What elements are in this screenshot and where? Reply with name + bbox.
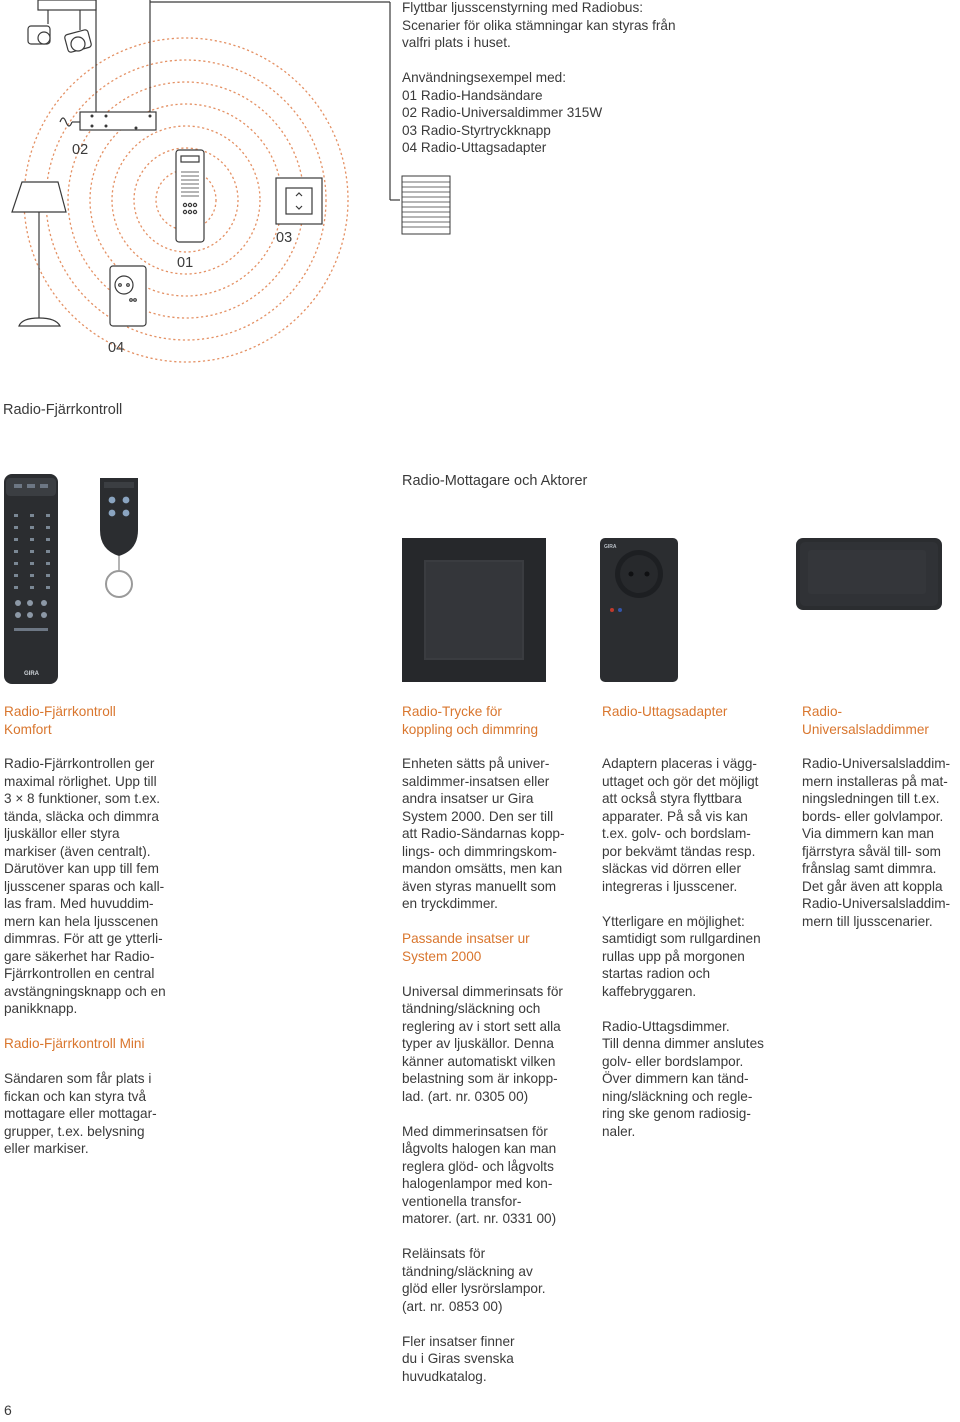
heading-push-button: Radio-Trycke för koppling och dimmring (402, 704, 539, 737)
heading-mini-remote: Radio-Fjärrkontroll Mini (4, 1036, 145, 1051)
page-number: 6 (4, 1402, 12, 1418)
more-inserts-text: Fler insatser finner du i Giras svenska … (402, 1333, 515, 1384)
intro-description: Scenarier för olika stämningar kan styra… (402, 17, 676, 51)
label-03: 03 (276, 230, 292, 246)
hand-transmitter-icon (175, 149, 205, 243)
wiring-lines (38, 0, 400, 201)
heading-socket-adapter: Radio-Uttagsadapter (602, 704, 728, 719)
socket-dimmer-text: Radio-Uttagsdimmer. Till denna dimmer an… (602, 1018, 764, 1139)
comfort-remote-image: GIRA (4, 474, 58, 684)
universal-dimmer-icon (59, 111, 157, 131)
radio-range-diagram: 01 02 03 04 (11, 0, 400, 363)
column-2: Enheten sätts på univer- saldimmer-insat… (402, 755, 587, 1403)
spotlight-icon (27, 0, 97, 53)
socket-adapter-extra-text: Ytterligare en möjlighet: samtidigt som … (602, 913, 761, 999)
comfort-remote-brand: GIRA (24, 671, 40, 677)
roller-blind-icon (401, 175, 451, 235)
mini-remote-image (100, 478, 138, 598)
cord-dimmer-image (796, 538, 942, 610)
example-item: 01 Radio-Handsändare (402, 87, 543, 103)
heading-comfort-remote: Radio-Fjärrkontroll Komfort (4, 704, 116, 737)
column-3: Adaptern placeras i vägg- uttaget och gö… (602, 755, 787, 1158)
label-04: 04 (108, 340, 124, 356)
socket-adapter-text: Adaptern placeras i vägg- uttaget och gö… (602, 756, 759, 894)
receivers-section-label: Radio-Mottagare och Aktorer (402, 473, 588, 489)
column-4: Radio-Universalsladdim- mern installeras… (802, 755, 960, 948)
remote-section-label: Radio-Fjärrkontroll (3, 402, 123, 418)
push-button-text: Enheten sätts på univer- saldimmer-insat… (402, 756, 565, 911)
heading-cord-dimmer: Radio- Universalsladdimmer (802, 704, 929, 737)
column-1: Radio-Fjärrkontrollen ger maximal rörlig… (4, 755, 189, 1175)
examples-heading: Användningsexempel med: (402, 70, 566, 85)
socket-adapter-icon (109, 265, 147, 327)
insert-lowvolt-text: Med dimmerinsatsen för lågvolts halogen … (402, 1123, 557, 1227)
examples-list: 01 Radio-Handsändare 02 Radio-Universald… (402, 87, 922, 157)
label-01: 01 (177, 255, 193, 271)
example-item: 04 Radio-Uttagsadapter (402, 140, 547, 156)
push-button-icon (275, 177, 323, 225)
adapter-brand: GIRA (604, 544, 617, 550)
intro-title: Flyttbar ljusscenstyrning med Radiobus: (402, 0, 644, 15)
label-02: 02 (72, 142, 88, 158)
insert-universal-text: Universal dimmerinsats för tändning/släc… (402, 983, 563, 1104)
example-item: 03 Radio-Styrtryckknapp (402, 122, 551, 138)
comfort-remote-text: Radio-Fjärrkontrollen ger maximal rörlig… (4, 756, 166, 1016)
insert-relay-text: Reläinsats för tändning/släckning av glö… (402, 1246, 546, 1314)
mini-remote-text: Sändaren som får plats i fickan och kan … (4, 1071, 157, 1156)
cord-dimmer-text: Radio-Universalsladdim- mern installeras… (802, 756, 951, 929)
example-item: 02 Radio-Universaldimmer 315W (402, 105, 603, 121)
radio-push-button-image (402, 538, 546, 682)
heading-inserts: Passande insatser ur System 2000 (402, 931, 530, 964)
socket-adapter-image: GIRA (600, 538, 678, 682)
floor-lamp-icon (11, 181, 67, 327)
product-images: GIRA GIRA (4, 474, 942, 684)
